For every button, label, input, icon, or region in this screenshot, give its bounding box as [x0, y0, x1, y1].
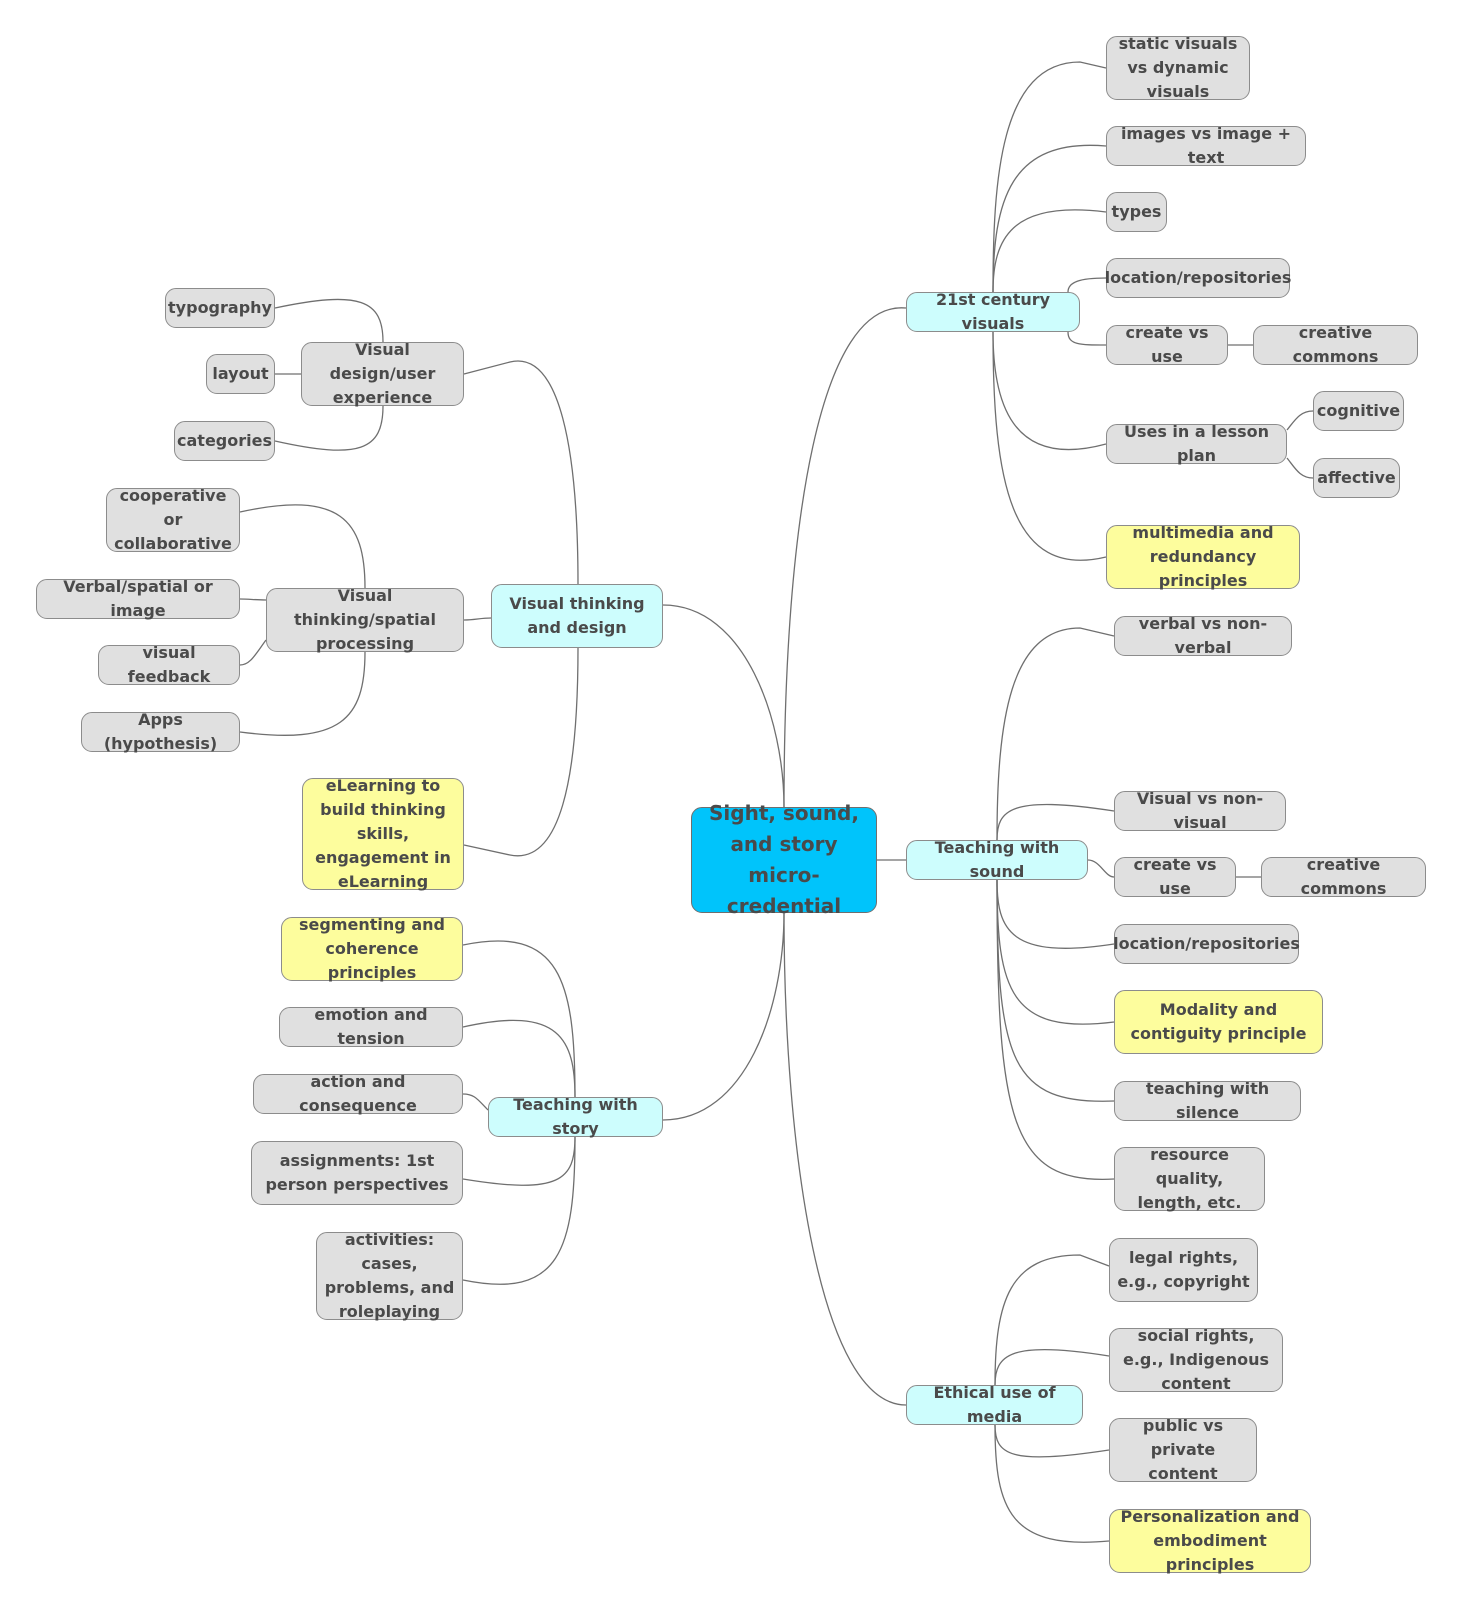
- link-visuals-static: [992, 61, 1107, 293]
- node-affective[interactable]: affective: [1313, 458, 1400, 498]
- node-emotion-and-tension[interactable]: emotion and tension: [279, 1005, 463, 1048]
- node-multimedia-redundancy-principles[interactable]: multimedia and redundancy principles: [1106, 523, 1300, 590]
- node-public-vs-private-content[interactable]: public vs private content: [1109, 1416, 1257, 1483]
- link-visuals-images: [992, 144, 1107, 293]
- node-modality-contiguity-principle[interactable]: Modality and contiguity principle: [1114, 990, 1323, 1054]
- link-ethics-legal: [994, 1254, 1110, 1386]
- link-sound-silence: [996, 879, 1115, 1102]
- link-design-categories: [274, 405, 384, 451]
- node-creative-commons-sound[interactable]: creative commons: [1261, 855, 1426, 898]
- link-story-assignments: [462, 1136, 576, 1186]
- node-location-repositories-visuals[interactable]: location/repositories: [1105, 258, 1291, 298]
- link-visuals-location: [1067, 277, 1107, 293]
- link-sound-resource: [996, 879, 1115, 1181]
- node-cognitive[interactable]: cognitive: [1313, 391, 1404, 431]
- link-sound-modality: [996, 879, 1115, 1025]
- node-personalization-embodiment-principles[interactable]: Personalization and embodiment principle…: [1109, 1507, 1311, 1574]
- link-ethics-social: [994, 1348, 1110, 1386]
- node-teaching-with-silence[interactable]: teaching with silence: [1114, 1079, 1301, 1122]
- node-types[interactable]: types: [1106, 192, 1167, 232]
- root-topic[interactable]: Sight, sound, and story micro-credential: [691, 801, 877, 918]
- node-visual-feedback[interactable]: visual feedback: [98, 643, 240, 686]
- link-root-visuals21: [783, 307, 907, 808]
- link-story-activities: [462, 1136, 576, 1285]
- node-resource-quality[interactable]: resource quality, length, etc.: [1114, 1145, 1265, 1212]
- node-verbal-spatial-or-image[interactable]: Verbal/spatial or image: [36, 577, 240, 620]
- node-images-vs-image-text[interactable]: images vs image + text: [1106, 124, 1306, 167]
- link-root-thinking: [662, 604, 785, 808]
- topic-ethical-use-of-media[interactable]: Ethical use of media: [906, 1383, 1083, 1426]
- link-spatial-feedback: [239, 639, 267, 666]
- link-sound-location: [996, 879, 1115, 949]
- node-static-vs-dynamic-visuals[interactable]: static visuals vs dynamic visuals: [1106, 34, 1250, 101]
- link-visuals-types: [992, 209, 1107, 293]
- link-root-story: [662, 912, 785, 1121]
- link-thinking-spatial: [463, 617, 492, 621]
- link-lesson-affective: [1286, 457, 1314, 479]
- link-thinking-design: [463, 360, 579, 585]
- node-typography[interactable]: typography: [165, 288, 275, 328]
- link-ethics-public: [994, 1424, 1110, 1458]
- node-social-rights[interactable]: social rights, e.g., Indigenous content: [1109, 1326, 1283, 1393]
- link-spatial-apps: [239, 651, 366, 736]
- node-elearning-thinking-skills[interactable]: eLearning to build thinking skills, enga…: [302, 776, 464, 891]
- node-cooperative-or-collaborative[interactable]: cooperative or collaborative: [106, 486, 240, 553]
- node-visual-design-user-experience[interactable]: Visual design/user experience: [301, 340, 464, 407]
- link-spatial-cooperative: [239, 504, 366, 589]
- node-categories[interactable]: categories: [174, 421, 275, 461]
- link-design-typography: [274, 298, 384, 343]
- link-visuals-create: [1067, 331, 1107, 346]
- link-sound-create: [1087, 859, 1115, 878]
- node-layout[interactable]: layout: [206, 354, 275, 394]
- link-thinking-elearning: [463, 647, 579, 857]
- node-visual-vs-non-visual[interactable]: Visual vs non-visual: [1114, 789, 1286, 832]
- node-apps-hypothesis[interactable]: Apps (hypothesis): [81, 710, 240, 753]
- link-story-segmenting: [462, 940, 576, 1098]
- node-create-vs-use-visuals[interactable]: create vs use: [1106, 323, 1228, 366]
- link-story-emotion: [462, 1019, 576, 1098]
- node-assignments-1st-person[interactable]: assignments: 1st person perspectives: [251, 1141, 463, 1205]
- link-root-ethics: [783, 912, 907, 1406]
- node-segmenting-coherence-principles[interactable]: segmenting and coherence principles: [281, 915, 463, 982]
- link-sound-verbal: [996, 627, 1115, 841]
- node-action-and-consequence[interactable]: action and consequence: [253, 1072, 463, 1115]
- node-legal-rights[interactable]: legal rights, e.g., copyright: [1109, 1238, 1258, 1302]
- topic-21st-century-visuals[interactable]: 21st century visuals: [906, 290, 1080, 333]
- link-ethics-personalization: [994, 1424, 1110, 1543]
- topic-visual-thinking-and-design[interactable]: Visual thinking and design: [491, 584, 663, 648]
- node-creative-commons-visuals[interactable]: creative commons: [1253, 323, 1418, 366]
- node-uses-in-lesson-plan[interactable]: Uses in a lesson plan: [1106, 422, 1287, 465]
- link-spatial-verbal: [239, 598, 267, 601]
- link-visuals-multimedia: [992, 331, 1107, 561]
- node-create-vs-use-sound[interactable]: create vs use: [1114, 855, 1236, 898]
- node-verbal-vs-non-verbal[interactable]: verbal vs non-verbal: [1114, 614, 1292, 657]
- link-lesson-cognitive: [1286, 410, 1314, 431]
- link-visuals-lesson: [992, 331, 1107, 451]
- topic-teaching-with-sound[interactable]: Teaching with sound: [906, 838, 1088, 881]
- link-story-action: [462, 1093, 489, 1111]
- node-visual-thinking-spatial-processing[interactable]: Visual thinking/spatial processing: [266, 586, 464, 653]
- node-location-repositories-sound[interactable]: location/repositories: [1113, 924, 1300, 964]
- link-sound-visual: [996, 803, 1115, 841]
- node-activities-cases-problems-roleplaying[interactable]: activities: cases, problems, and rolepla…: [316, 1230, 463, 1321]
- topic-teaching-with-story[interactable]: Teaching with story: [488, 1095, 663, 1138]
